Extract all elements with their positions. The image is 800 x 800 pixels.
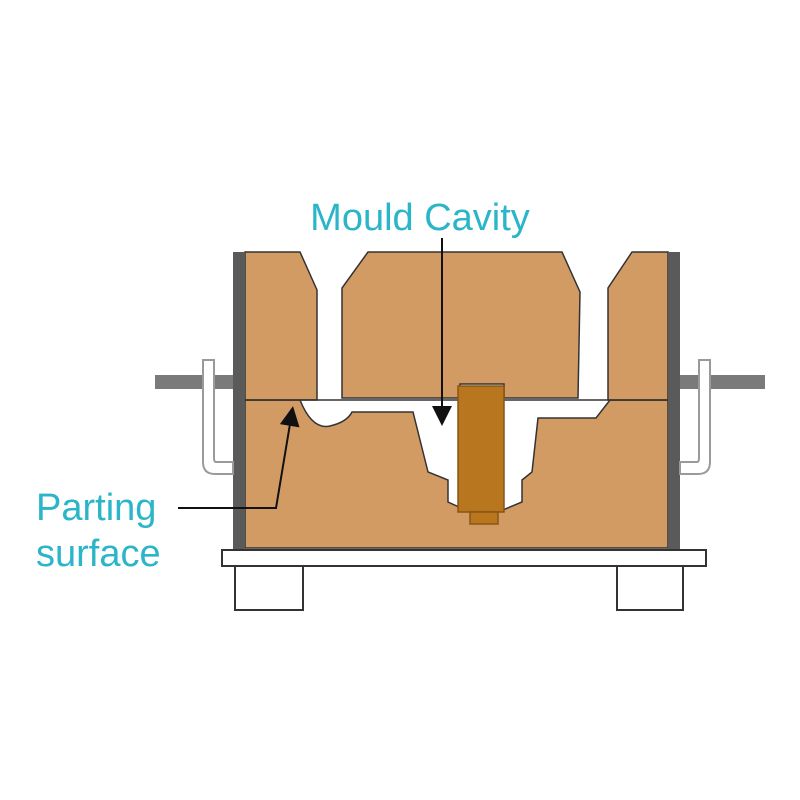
drag-sand — [244, 399, 669, 549]
right-rod — [675, 375, 765, 389]
mould-cavity-label: Mould Cavity — [310, 197, 530, 239]
cope-center-sand — [341, 251, 581, 399]
core-print — [469, 511, 499, 525]
right-flask-wall — [668, 252, 680, 550]
cope-left-sand — [244, 251, 318, 401]
right-foot — [616, 565, 684, 611]
left-clamp — [202, 359, 234, 475]
core — [457, 385, 505, 513]
cope-right-sand — [607, 251, 669, 401]
parting-surface-arrow — [178, 406, 300, 509]
left-rod — [155, 375, 237, 389]
left-foot — [234, 565, 304, 611]
left-flask-wall — [233, 252, 245, 550]
right-clamp — [679, 359, 711, 475]
parting-label-line1: Parting — [36, 487, 156, 529]
base-plate — [221, 549, 707, 567]
parting-label-line2: surface — [36, 533, 161, 575]
